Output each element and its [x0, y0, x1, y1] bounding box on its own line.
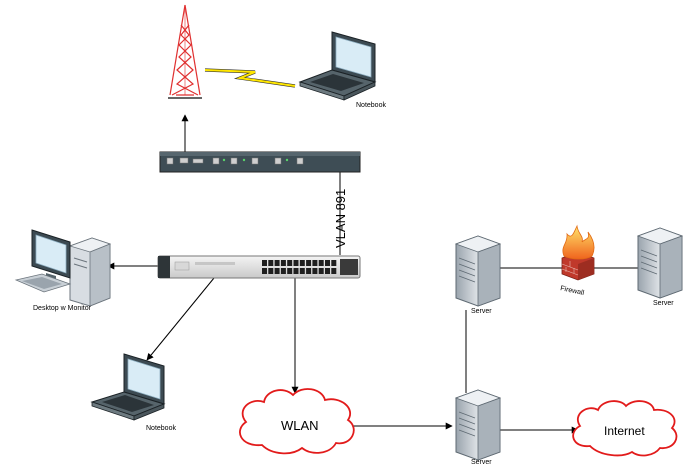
- switch-port: [262, 260, 267, 266]
- wireless-link-icon: [204, 68, 296, 88]
- switch-port: [268, 268, 274, 274]
- switch-port: [262, 268, 267, 274]
- link-switch-notebook: [146, 277, 215, 361]
- label-firewall: Firewall: [560, 285, 585, 297]
- server-icon: [454, 235, 502, 307]
- switch-port: [280, 268, 286, 274]
- switch-port: [287, 268, 293, 274]
- switch-port: [274, 260, 280, 266]
- notebook-icon: [90, 353, 166, 421]
- switch-port: [268, 260, 274, 266]
- switch-port: [306, 268, 312, 274]
- notebook-icon: [298, 31, 377, 101]
- switch-port: [280, 260, 286, 266]
- switch-port: [299, 268, 305, 274]
- label-server-bottom: Server: [471, 459, 492, 466]
- switch-port: [312, 260, 318, 266]
- cloud-icon: [239, 388, 355, 455]
- switch-port: [331, 268, 337, 274]
- label-server-top-left: Server: [471, 308, 492, 315]
- label-notebook-bottom: Notebook: [146, 425, 176, 432]
- label-server-top-right: Server: [653, 300, 674, 307]
- label-wlan: WLAN: [281, 418, 319, 433]
- switch-port: [318, 260, 324, 266]
- label-vlan: VLAN 891: [333, 189, 348, 248]
- switch-icon: [157, 255, 361, 279]
- server-icon: [636, 227, 684, 299]
- desktop-icon: [14, 229, 112, 307]
- switch-port: [325, 268, 330, 274]
- switch-port: [331, 260, 337, 266]
- switch-port: [293, 260, 299, 266]
- switch-port: [299, 260, 305, 266]
- switch-port: [318, 268, 324, 274]
- firewall-icon: [561, 224, 595, 281]
- connectors: [107, 114, 640, 434]
- label-internet: Internet: [604, 424, 645, 438]
- switch-port: [274, 268, 280, 274]
- switch-ports: [262, 260, 337, 274]
- router-icon: [159, 151, 361, 173]
- server-icon: [454, 389, 502, 461]
- switch-port: [312, 268, 318, 274]
- cloud-icon: [572, 400, 678, 457]
- label-desktop: Desktop w Monitor: [33, 305, 92, 312]
- radio-tower-icon: [168, 4, 202, 99]
- label-notebook-top: Notebook: [356, 102, 386, 109]
- switch-port: [293, 268, 299, 274]
- switch-port: [306, 260, 312, 266]
- switch-port: [325, 260, 330, 266]
- switch-port: [287, 260, 293, 266]
